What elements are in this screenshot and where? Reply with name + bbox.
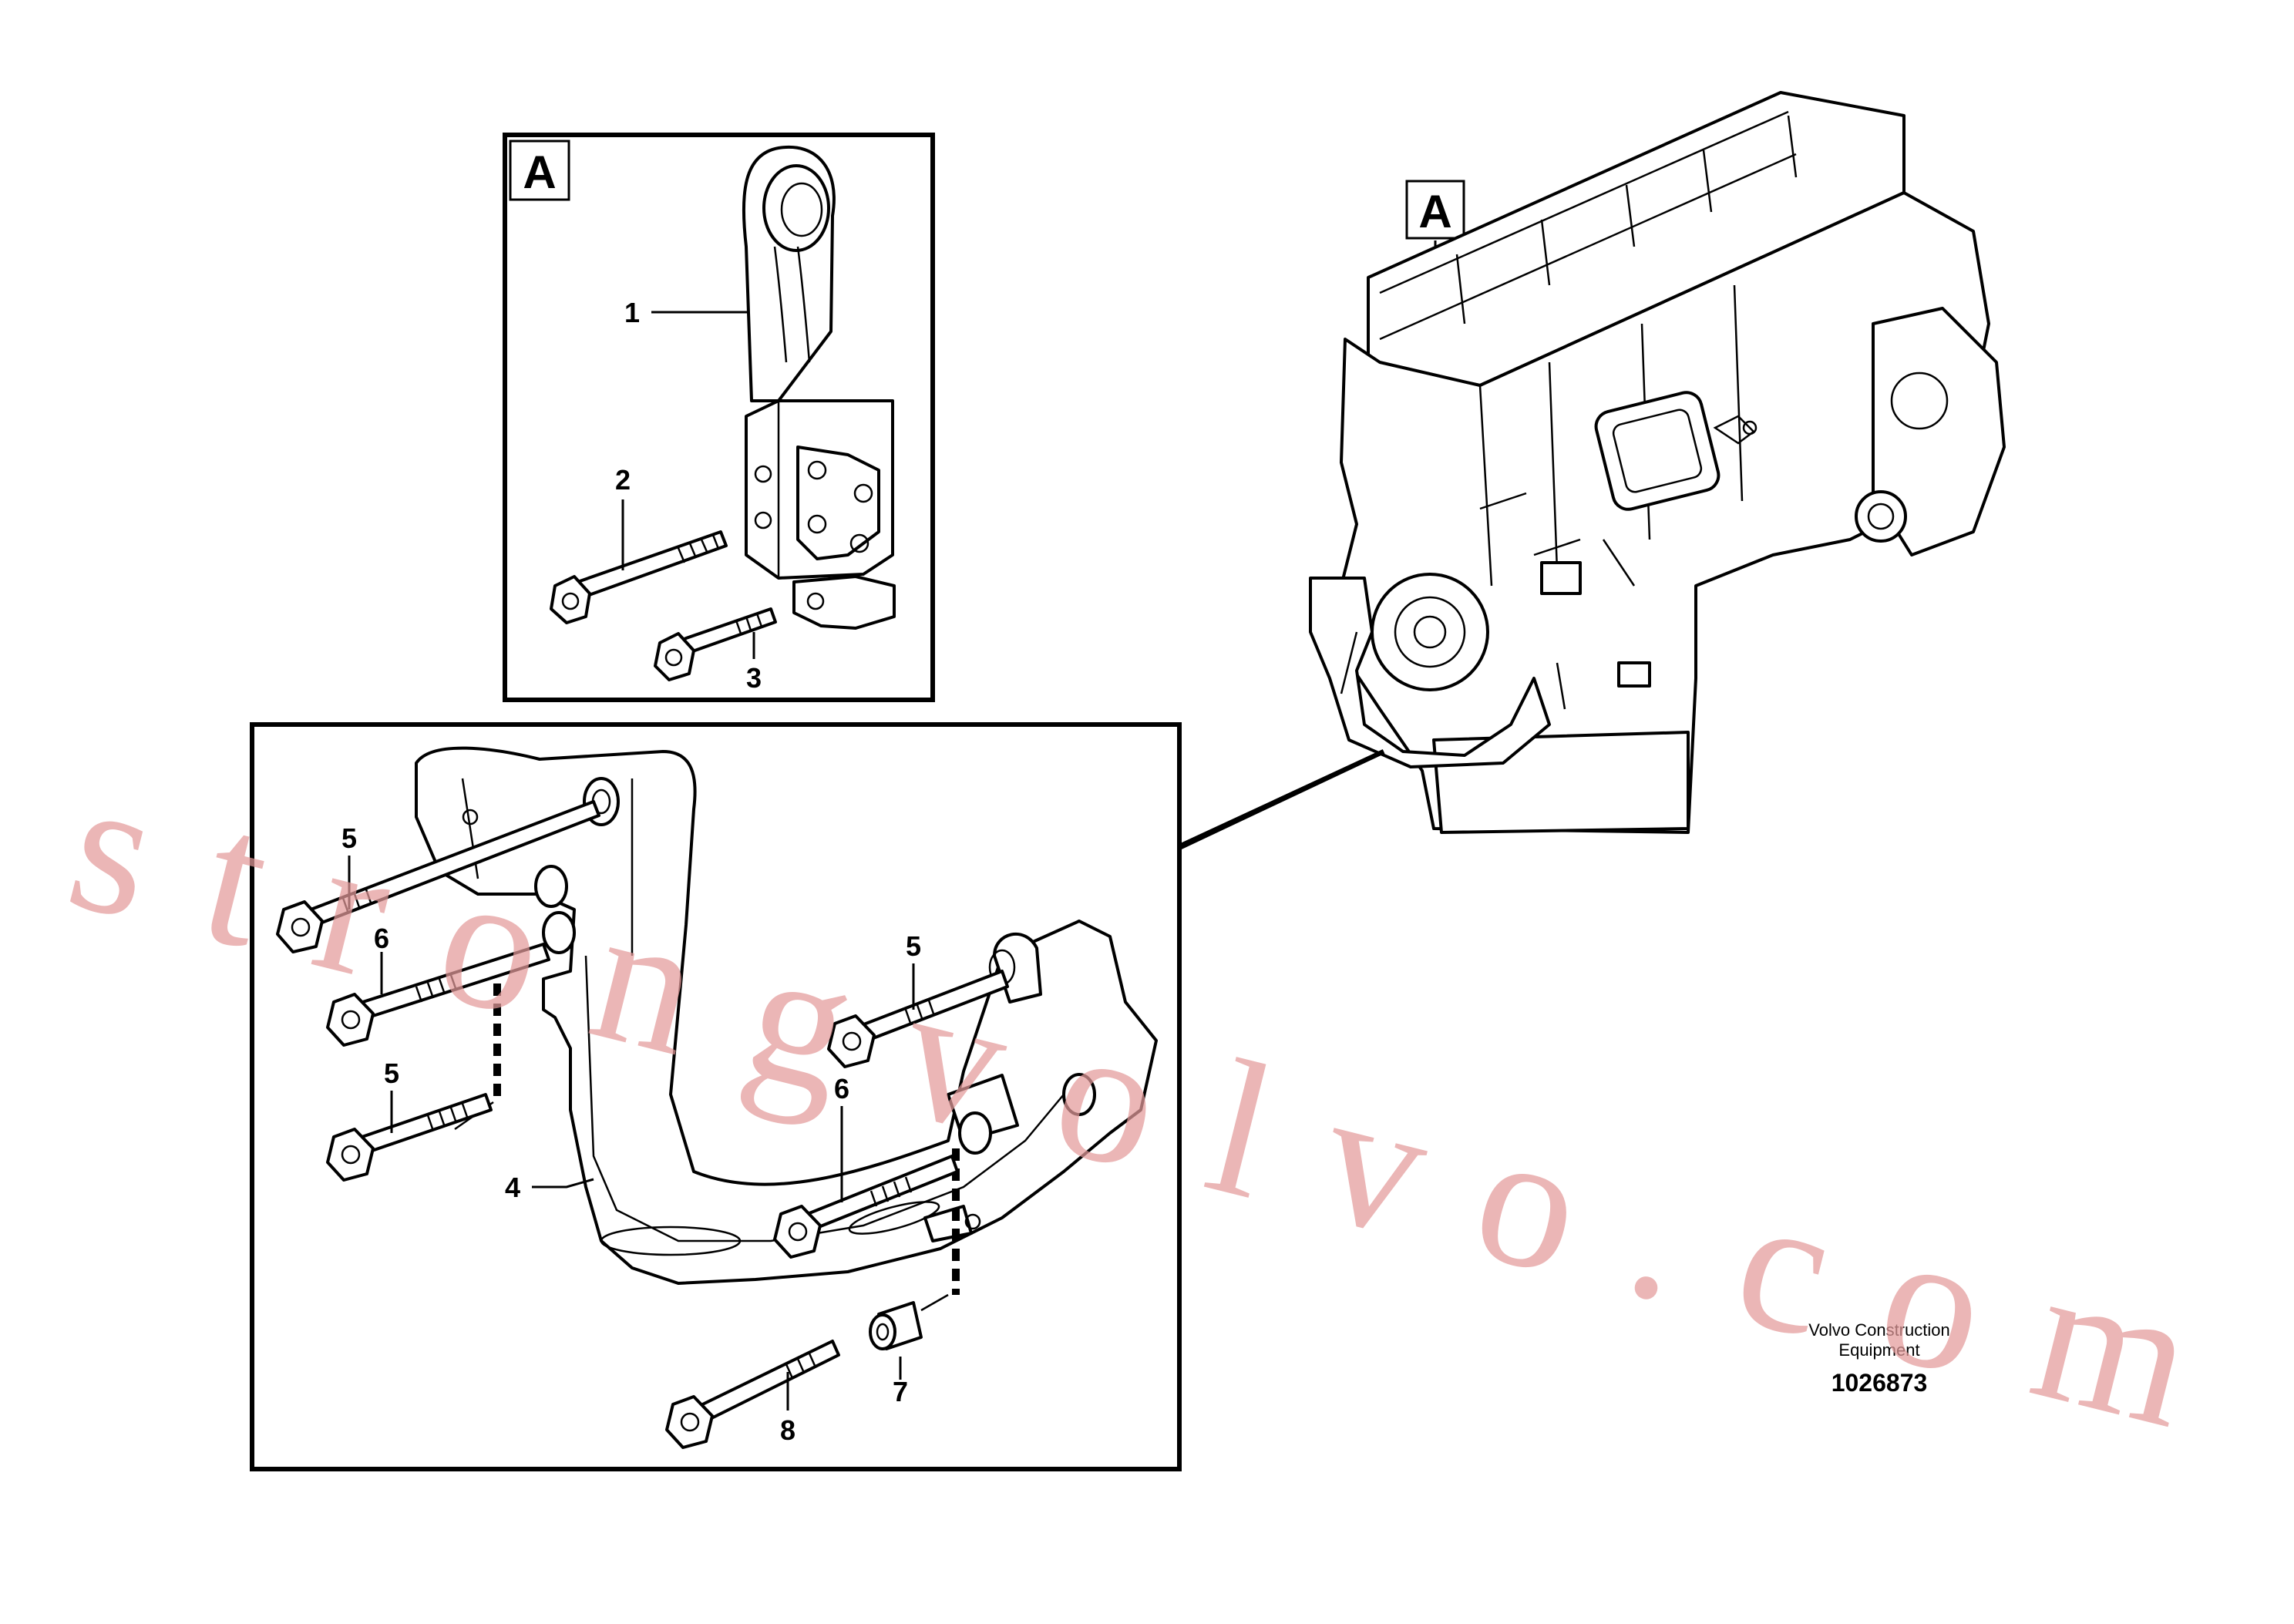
- bolt-6-right: [773, 1155, 959, 1259]
- detail-box-label: A: [523, 146, 556, 198]
- callout-8: 8: [780, 1414, 796, 1446]
- callout-1: 1: [624, 297, 640, 328]
- engine-mount-bracket: [415, 746, 1158, 1285]
- engine-illustration: A: [1309, 91, 2006, 834]
- watermark: strongvolvo.com: [52, 736, 2212, 1469]
- callout-7: 7: [893, 1376, 908, 1407]
- callout-2: 2: [615, 464, 631, 496]
- engine-marker-label: A: [1418, 186, 1451, 237]
- detail-box-bracket: 5 6 5 5 6 4 7 8: [250, 722, 1182, 1471]
- bolt-5-lower: [326, 1093, 493, 1182]
- caption-line-1: Volvo Construction: [1808, 1320, 1949, 1340]
- callout-6-left: 6: [374, 923, 389, 954]
- spacer-7: [869, 1301, 923, 1350]
- zoom-connector: [1177, 749, 1385, 893]
- caption-line-2: Equipment: [1838, 1340, 1919, 1360]
- callout-5-upper: 5: [341, 822, 357, 854]
- detail-box-a: A: [503, 133, 935, 702]
- document-number: 1026873: [1832, 1369, 1928, 1397]
- callout-6-right: 6: [834, 1073, 849, 1105]
- callout-4: 4: [505, 1172, 520, 1203]
- bolt-2: [550, 530, 728, 624]
- torque-rod: [742, 145, 896, 630]
- bolt-8: [665, 1340, 840, 1449]
- bolt-3: [654, 607, 777, 681]
- bolt-6-left: [326, 943, 550, 1047]
- bolt-5-right: [827, 970, 1009, 1068]
- callout-5-lower: 5: [384, 1057, 399, 1089]
- bolt-5-upper: [276, 800, 600, 953]
- callout-3: 3: [746, 662, 762, 694]
- callout-5-right: 5: [906, 930, 921, 962]
- caption-block: Volvo Construction Equipment 1026873: [1808, 1320, 1949, 1397]
